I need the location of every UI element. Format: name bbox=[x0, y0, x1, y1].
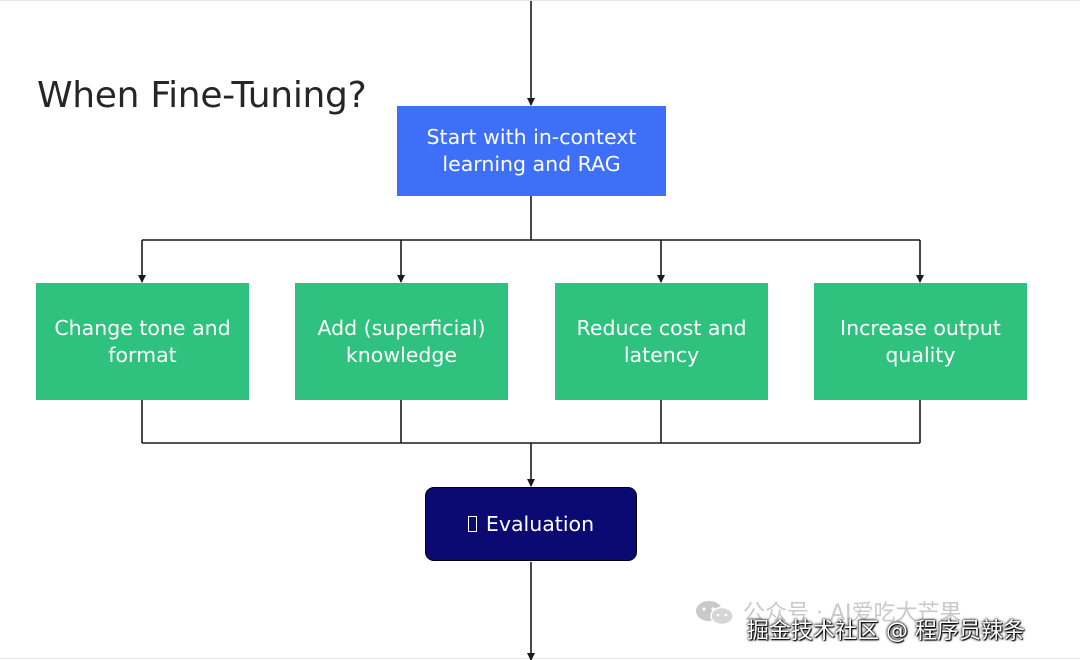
evaluation-label: Evaluation bbox=[485, 511, 595, 536]
wechat-icon bbox=[696, 601, 734, 626]
evaluation-node: Evaluation bbox=[425, 487, 637, 561]
start-node-line-2: learning and RAG bbox=[442, 152, 621, 176]
watermark-line-1: 公众号 · AI爱吃大芒果 bbox=[743, 601, 962, 626]
option-add-knowledge: Add (superficial) knowledge bbox=[295, 283, 508, 400]
option-increase-quality: Increase output quality bbox=[814, 283, 1027, 400]
option-line-2: knowledge bbox=[345, 342, 458, 367]
watermark-line-2: 掘金技术社区 @ 程序员辣条 bbox=[747, 619, 1025, 644]
option-line-1: Reduce cost and bbox=[576, 315, 747, 340]
slide-title: When Fine-Tuning? bbox=[37, 75, 367, 116]
watermark: 公众号 · AI爱吃大芒果 掘金技术社区 @ 程序员辣条 bbox=[695, 599, 1075, 644]
option-reduce-cost: Reduce cost and latency bbox=[555, 283, 768, 400]
option-change-tone: Change tone and format bbox=[36, 283, 249, 400]
option-line-1: Add (superficial) bbox=[317, 315, 486, 340]
start-node-line-1: Start with in-context bbox=[426, 125, 637, 149]
start-node: Start with in-context learning and RAG bbox=[397, 106, 666, 196]
option-line-1: Increase output bbox=[840, 315, 1001, 340]
option-line-2: quality bbox=[885, 342, 956, 367]
missing-glyph-icon bbox=[467, 516, 477, 532]
option-line-2: latency bbox=[623, 342, 700, 367]
option-line-1: Change tone and bbox=[54, 315, 231, 340]
option-line-2: format bbox=[108, 342, 177, 367]
